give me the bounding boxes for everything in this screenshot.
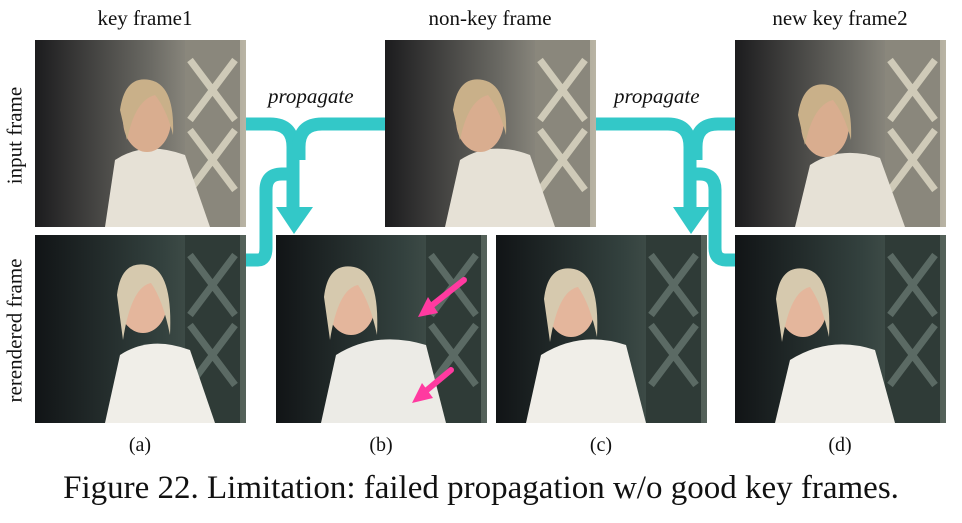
propagate-label-right: propagate — [614, 84, 700, 108]
figure-caption: Figure 22. Limitation: failed propagatio… — [63, 470, 899, 506]
propagate-arrow-right-loop — [692, 167, 735, 267]
sublabel-b: (b) — [369, 434, 393, 456]
propagate-arrow-right-join — [689, 117, 735, 160]
propagate-arrow-right-main — [596, 117, 697, 212]
propagate-arrowhead-left — [276, 207, 313, 234]
column-header-non-key-frame: non-key frame — [428, 6, 552, 30]
propagate-label-left: propagate — [268, 84, 354, 108]
input-frame-new-key-frame2-image — [735, 40, 946, 227]
column-header-new-key-frame2: new key frame2 — [772, 6, 908, 30]
input-frame-non-key-frame-image — [385, 40, 596, 227]
propagate-arrow-left-join — [292, 117, 385, 160]
rerendered-frame-c-image — [496, 235, 707, 423]
propagate-arrow-left-loop — [246, 167, 292, 267]
rerendered-frame-a-image — [35, 235, 246, 423]
propagate-arrowhead-right — [673, 207, 710, 234]
sublabel-c: (c) — [589, 434, 613, 456]
sublabel-a: (a) — [128, 434, 152, 456]
rerendered-frame-b-image — [276, 235, 487, 423]
input-frame-key-frame1-image — [35, 40, 246, 227]
sublabel-d: (d) — [828, 434, 852, 456]
column-header-key-frame1: key frame1 — [97, 6, 193, 30]
rerendered-frame-d-image — [735, 235, 946, 423]
